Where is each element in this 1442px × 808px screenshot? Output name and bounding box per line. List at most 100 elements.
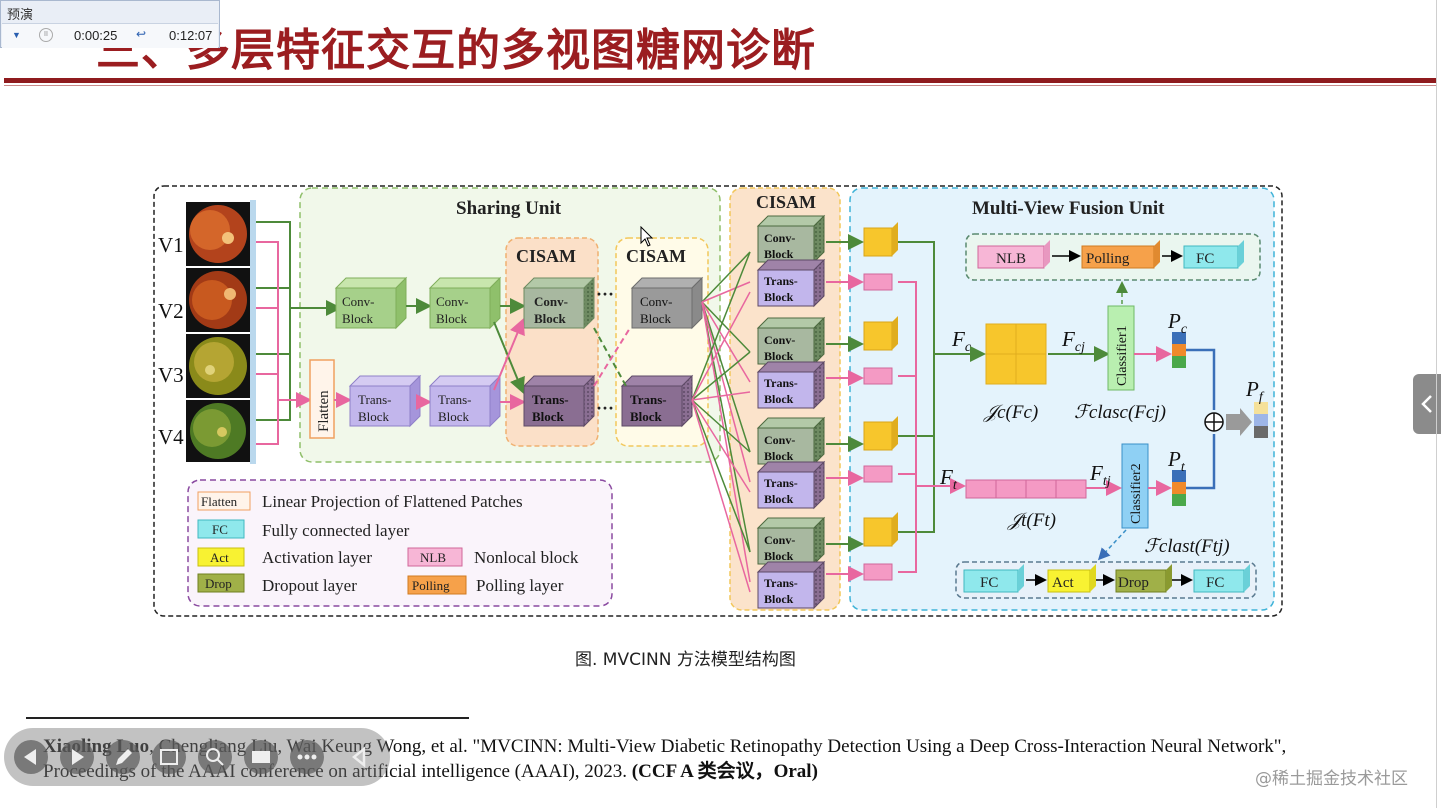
input-trans-lines: [256, 241, 312, 445]
fusion-oplus: [1204, 412, 1224, 432]
svg-text:Block: Block: [764, 290, 794, 304]
svg-text:Block: Block: [640, 311, 672, 326]
pen-icon[interactable]: [104, 738, 142, 776]
trans-block-2: Trans- Block: [428, 374, 502, 428]
fanout-lines: [691, 251, 751, 593]
conv-block-2: Conv- Block: [428, 276, 502, 330]
svg-text:FC: FC: [212, 522, 228, 537]
fc-block-head1: FC: [1183, 240, 1244, 269]
svg-text:Classifier1: Classifier1: [1115, 325, 1130, 386]
next-slide-icon[interactable]: [58, 738, 96, 776]
svg-text:Flatten: Flatten: [316, 390, 332, 432]
svg-text:Trans-: Trans-: [764, 274, 798, 288]
view-label-v3: V3: [158, 363, 184, 387]
cisam-stack-pair-2: Conv-Block Trans-Block: [756, 316, 826, 410]
mvcinn-diagram: Sharing Unit CISAM CISAM CISAM Multi-Vie…: [153, 185, 1283, 617]
svg-text:FC: FC: [980, 575, 998, 591]
svg-text:Classifier2: Classifier2: [1129, 463, 1144, 524]
svg-text:Block: Block: [436, 311, 468, 326]
pf-output: [1254, 402, 1268, 438]
legend-flatten: Flatten Linear Projection of Flattened P…: [197, 491, 523, 511]
fundus-image-v4: [186, 400, 250, 462]
current-time: 0:00:25: [74, 28, 118, 43]
svg-text:Drop: Drop: [1118, 575, 1149, 591]
trans-block-4: Trans- Block: [620, 374, 694, 428]
title-rule: [4, 78, 1436, 83]
fcj-label: Fcj: [1061, 327, 1085, 355]
svg-text:Conv-: Conv-: [534, 294, 568, 309]
svg-text:Trans-: Trans-: [764, 576, 798, 590]
cisam-label-2: CISAM: [626, 246, 686, 266]
loop-icon[interactable]: ↩: [136, 27, 147, 41]
svg-text:Block: Block: [438, 409, 470, 424]
zoom-icon[interactable]: [196, 738, 234, 776]
dropdown-arrow-icon[interactable]: ▼: [12, 30, 21, 40]
svg-text:Polling: Polling: [412, 578, 450, 593]
svg-text:Act: Act: [210, 550, 229, 565]
pc-output: [1172, 332, 1186, 368]
slides-grid-icon[interactable]: [150, 738, 188, 776]
classifier2-block: Classifier2: [1121, 443, 1149, 529]
svg-text:Polling: Polling: [1086, 251, 1130, 267]
fundus-image-v3: [186, 334, 250, 398]
drop-block: Drop: [1115, 564, 1172, 593]
svg-text:Block: Block: [764, 392, 794, 406]
prev-slide-icon[interactable]: [12, 738, 50, 776]
svg-text:Trans-: Trans-: [630, 392, 667, 407]
ellipsis-bottom: ···: [596, 398, 614, 418]
flatten-block: Flatten: [309, 359, 335, 439]
collapse-toolbar-icon[interactable]: [340, 738, 378, 776]
pink-feature-bars: [863, 273, 893, 581]
legend-drop: Drop Dropout layer: [197, 573, 357, 595]
pause-icon[interactable]: II: [39, 28, 53, 42]
svg-text:Conv-: Conv-: [764, 433, 795, 447]
pf-label: Pf: [1245, 377, 1265, 405]
view-label-v1: V1: [158, 233, 184, 257]
svg-text:Block: Block: [764, 592, 794, 606]
svg-text:Block: Block: [764, 549, 794, 563]
classifier2-to-head: [1097, 529, 1127, 561]
view-label-v2: V2: [158, 299, 184, 323]
svg-text:Linear Projection of Flattened: Linear Projection of Flattened Patches: [262, 492, 523, 511]
view-label-v4: V4: [158, 425, 184, 449]
svg-text:Activation layer: Activation layer: [262, 548, 372, 567]
trans-block-1: Trans- Block: [348, 374, 422, 428]
image-stack-edge: [250, 200, 256, 464]
reference-body: , Chengliang Liu, Wai Keung Wong, et al.…: [43, 736, 1287, 782]
svg-text:Conv-: Conv-: [764, 533, 795, 547]
act-block: Act: [1047, 564, 1096, 593]
ftj-label: Ftj: [1089, 461, 1111, 489]
fusion-merge-lines: [898, 241, 986, 573]
cisam-stack-pair-1: Conv-Block Trans-Block: [756, 214, 826, 308]
svg-text:Dropout layer: Dropout layer: [262, 576, 357, 595]
legend-polling: Polling Polling layer: [407, 575, 564, 595]
svg-text:Act: Act: [1052, 575, 1074, 591]
sharing-unit-label: Sharing Unit: [456, 198, 562, 219]
subtitles-icon[interactable]: [242, 738, 280, 776]
cisam-label-3: CISAM: [756, 192, 816, 212]
pt-label: Pt: [1167, 447, 1186, 475]
fclast-formula: ℱclast(Ftj): [1144, 536, 1230, 557]
fusion-lines: [1186, 348, 1216, 490]
svg-text:Block: Block: [534, 311, 567, 326]
svg-text:Block: Block: [532, 409, 565, 424]
svg-text:Block: Block: [764, 449, 794, 463]
total-time: 0:12:07: [169, 28, 213, 43]
svg-text:Conv-: Conv-: [640, 294, 673, 309]
jc-feature-grid: [985, 323, 1047, 385]
fundus-image-v2: [186, 268, 250, 332]
conv-block-3: Conv- Block: [522, 276, 596, 330]
cisam-cross-lines: [493, 318, 631, 394]
svg-text:Block: Block: [342, 311, 374, 326]
conv-block-1: Conv- Block: [334, 276, 408, 330]
legend-region: [187, 479, 613, 607]
jt-formula: 𝒥t(Ft): [1007, 510, 1056, 531]
svg-text:Trans-: Trans-: [764, 376, 798, 390]
yellow-feature-cubes: [863, 222, 898, 547]
legend-act: Act Activation layer: [197, 547, 372, 567]
more-options-icon[interactable]: [288, 738, 326, 776]
cisam-label-1: CISAM: [516, 246, 576, 266]
svg-text:Trans-: Trans-: [532, 392, 569, 407]
svg-text:Conv-: Conv-: [436, 294, 469, 309]
